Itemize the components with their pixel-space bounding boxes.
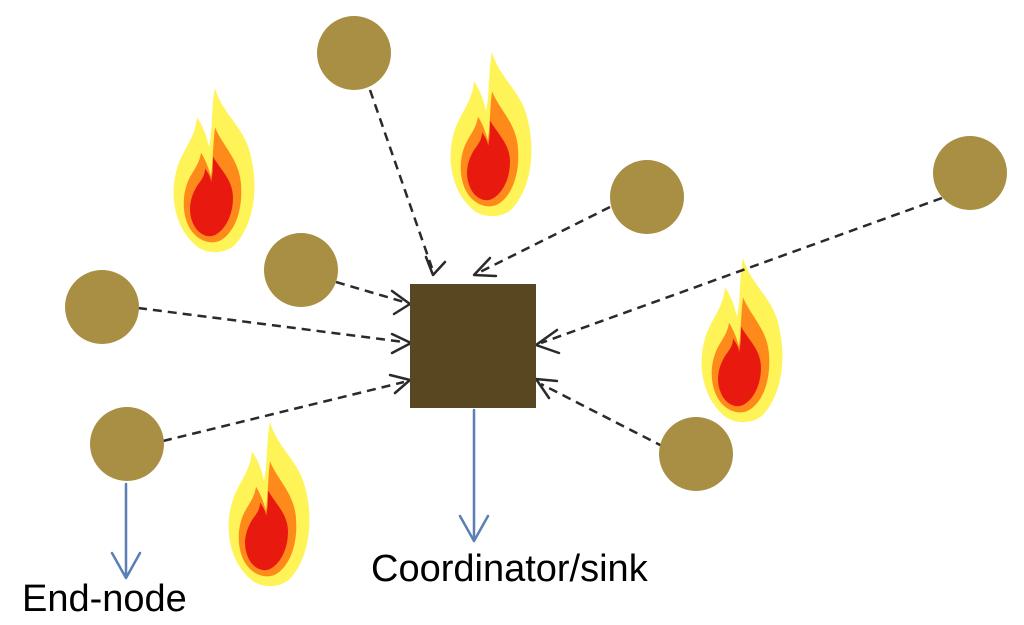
fire-icon <box>228 422 310 587</box>
arrowhead <box>534 377 559 400</box>
end-node <box>65 270 139 344</box>
arrowhead <box>390 289 412 316</box>
end-node <box>317 16 391 90</box>
link-line <box>368 89 434 269</box>
arrowhead <box>390 332 413 355</box>
link-line <box>540 382 665 449</box>
end-node-pointer-head <box>110 551 142 580</box>
end-node <box>264 233 338 307</box>
arrowhead <box>534 328 561 355</box>
end-node <box>933 136 1007 210</box>
fire-icon <box>701 258 783 423</box>
label-pointers <box>110 408 490 580</box>
link-line <box>479 205 611 274</box>
coordinator-sink-node <box>410 284 536 408</box>
arrowhead <box>424 255 447 277</box>
end-node <box>659 417 733 491</box>
link-line <box>540 196 943 345</box>
end-node-label: End-node <box>22 578 187 620</box>
link-line <box>162 380 405 443</box>
end-node <box>90 407 164 481</box>
arrowhead <box>472 256 498 278</box>
communication-links <box>137 89 943 449</box>
coordinator-sink-label: Coordinator/sink <box>371 548 648 590</box>
fire-icon <box>173 88 255 253</box>
sink-pointer-head <box>458 514 490 543</box>
link-line <box>137 306 405 344</box>
link-line <box>335 280 405 304</box>
fire-icon <box>450 52 532 217</box>
end-node <box>610 160 684 234</box>
